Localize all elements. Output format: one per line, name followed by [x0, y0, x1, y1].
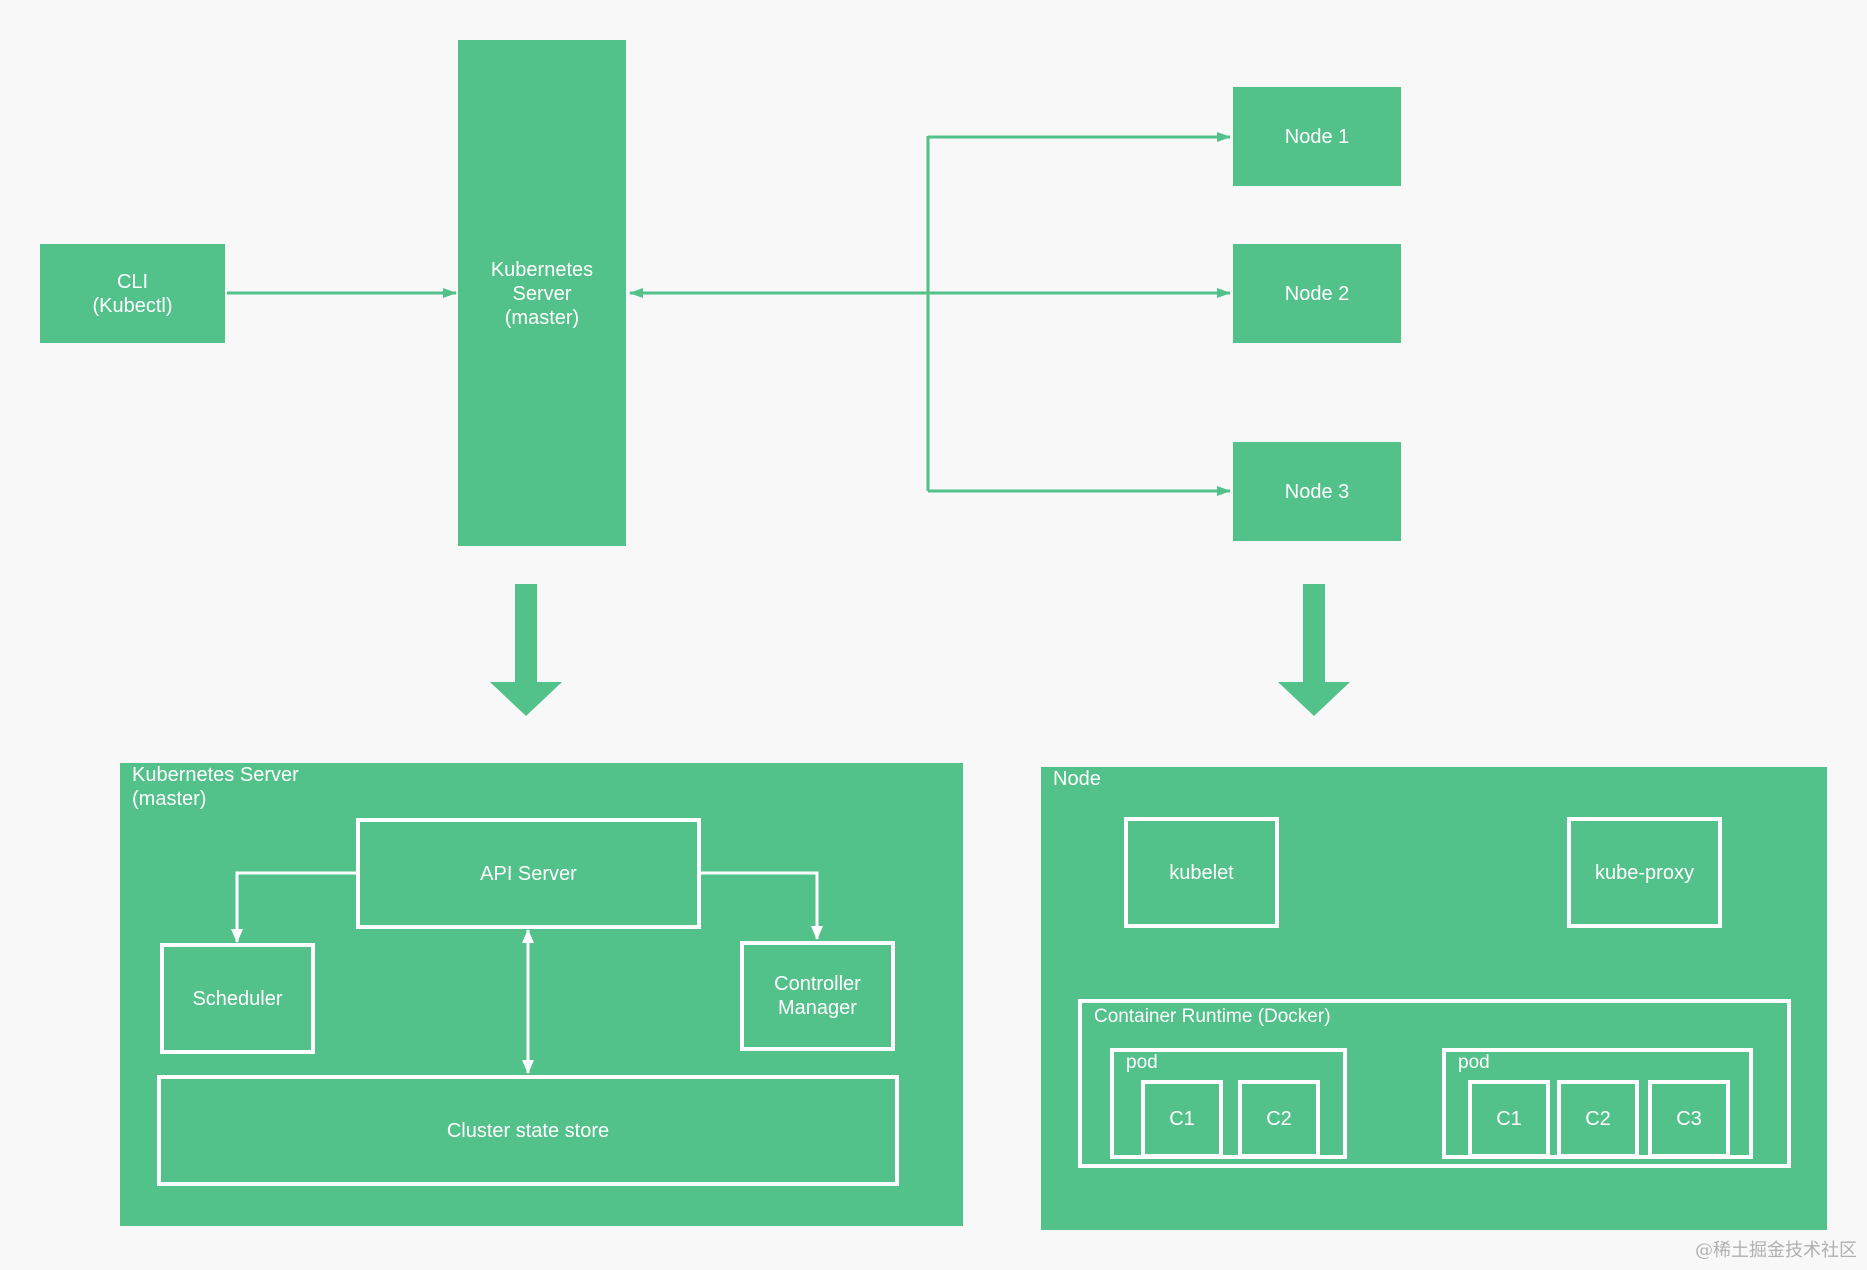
- node-detail-panel: Node kubelet kube-proxy Container Runtim…: [1041, 767, 1827, 1230]
- master-detail-panel: Kubernetes Server (master) API Server Sc…: [120, 763, 963, 1226]
- pod-1-c2-label: C2: [1266, 1108, 1292, 1130]
- kube-proxy-box: kube-proxy: [1567, 817, 1722, 928]
- api-server-box: API Server: [356, 818, 701, 929]
- node-1-box: Node 1: [1233, 87, 1401, 186]
- master-panel-title: Kubernetes Server (master): [132, 764, 299, 810]
- cluster-state-store-box: Cluster state store: [157, 1075, 899, 1186]
- pod-2-container-c2: C2: [1557, 1080, 1639, 1158]
- pod-1-box: pod C1 C2: [1110, 1048, 1347, 1159]
- pod-2-c3-label: C3: [1676, 1108, 1702, 1130]
- controller-manager-box: Controller Manager: [740, 941, 895, 1051]
- container-runtime-box: Container Runtime (Docker) pod C1 C2 pod…: [1078, 999, 1791, 1168]
- cli-label: CLI (Kubectl): [92, 270, 173, 317]
- node-2-box: Node 2: [1233, 244, 1401, 343]
- node-expand-down-arrow: [1278, 584, 1350, 716]
- pod-2-container-c1: C1: [1468, 1080, 1550, 1158]
- pod-1-label: pod: [1126, 1052, 1158, 1073]
- pod-2-box: pod C1 C2 C3: [1442, 1048, 1753, 1159]
- pod-2-container-c3: C3: [1648, 1080, 1730, 1158]
- container-runtime-label: Container Runtime (Docker): [1094, 1006, 1331, 1027]
- kube-proxy-label: kube-proxy: [1595, 861, 1694, 884]
- pod-2-c1-label: C1: [1496, 1108, 1522, 1130]
- watermark: @稀土掘金技术社区: [1695, 1240, 1857, 1261]
- cluster-state-store-label: Cluster state store: [446, 1119, 610, 1142]
- kubelet-label: kubelet: [1169, 861, 1234, 884]
- api-server-label: API Server: [480, 862, 577, 885]
- node-3-label: Node 3: [1284, 480, 1350, 503]
- master-server-box: Kubernetes Server (master): [458, 40, 626, 546]
- pod-1-c1-label: C1: [1169, 1108, 1195, 1130]
- kubelet-box: kubelet: [1124, 817, 1279, 928]
- node-2-label: Node 2: [1284, 282, 1350, 305]
- controller-manager-label: Controller Manager: [774, 973, 861, 1019]
- node-3-box: Node 3: [1233, 442, 1401, 541]
- pod-2-label: pod: [1458, 1052, 1490, 1073]
- pod-1-container-c1: C1: [1141, 1080, 1223, 1158]
- scheduler-box: Scheduler: [160, 943, 315, 1054]
- cli-box: CLI (Kubectl): [40, 244, 225, 343]
- pod-1-container-c2: C2: [1238, 1080, 1320, 1158]
- master-server-label: Kubernetes Server (master): [490, 259, 594, 329]
- node-1-label: Node 1: [1284, 125, 1350, 148]
- pod-2-c2-label: C2: [1585, 1108, 1611, 1130]
- node-panel-title: Node: [1053, 768, 1101, 790]
- master-expand-down-arrow: [490, 584, 562, 716]
- scheduler-label: Scheduler: [192, 987, 283, 1010]
